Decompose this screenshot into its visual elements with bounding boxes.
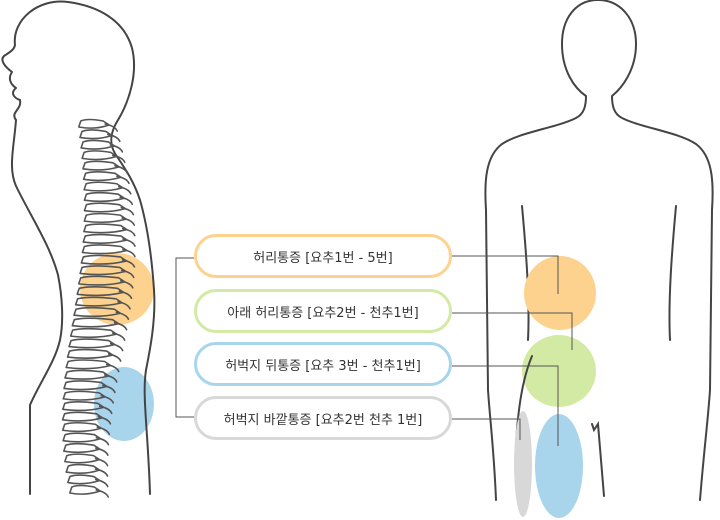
connector-2 (452, 312, 573, 350)
connector-1 (452, 255, 559, 294)
side-body-outline (1, 0, 156, 495)
spinous-process (114, 165, 128, 174)
label-lower-back-pain: 아래 허리통증 [요추2번 - 천추1번] (194, 289, 452, 333)
spinous-process (109, 342, 124, 352)
connector-lines (175, 255, 573, 446)
spinous-process (94, 468, 109, 477)
vertebra (83, 191, 126, 203)
label-back-thigh-pain: 허벅지 뒤통증 [요추 3번 - 천추1번] (194, 342, 452, 386)
front-zone-outer-thigh (514, 411, 532, 517)
spinous-process (115, 311, 130, 321)
spinous-process (100, 395, 115, 404)
label-outer-thigh-pain: 허벅지 바깥통증 [요추2번 천추 1번] (194, 396, 452, 440)
spinous-process (94, 478, 109, 488)
spinous-process (104, 123, 118, 132)
connector-4 (452, 418, 521, 440)
spinous-process (121, 227, 136, 237)
spinous-process (120, 206, 135, 216)
front-zone-lower (522, 335, 596, 407)
vertebra (63, 442, 101, 454)
vertebra (83, 202, 127, 213)
front-body-outline (484, 0, 714, 501)
label-lumbar-pain: 허리통증 [요추1번 - 5번] (194, 234, 452, 278)
front-arm-left (521, 205, 530, 341)
spinous-process (107, 353, 122, 362)
spinous-process (105, 363, 120, 373)
spinous-process (111, 332, 126, 341)
vertebra (66, 348, 114, 359)
spinous-process (97, 416, 112, 425)
vertebra (83, 212, 128, 224)
vertebra (82, 233, 128, 244)
spinous-process (103, 374, 118, 383)
spinous-process (117, 300, 131, 310)
vertebra (61, 421, 103, 433)
vertebra (65, 463, 101, 475)
front-zone-lumbar (524, 256, 596, 330)
vertebra (68, 338, 116, 349)
spinous-process (96, 426, 111, 436)
vertebra (62, 432, 102, 443)
spinous-process (107, 133, 121, 143)
connector-3 (452, 365, 559, 446)
spinous-process (94, 457, 109, 467)
spinous-process (113, 321, 128, 331)
vertebra (65, 359, 112, 370)
vertebra (82, 160, 120, 171)
spinous-process (120, 269, 135, 279)
spine-vertebrae (61, 118, 136, 498)
spinous-process (119, 280, 134, 289)
spinous-process (95, 447, 109, 456)
vertebra (83, 223, 128, 234)
vertebra (64, 453, 101, 464)
spinous-process (95, 436, 110, 446)
spinous-process (111, 154, 126, 164)
spinous-process (122, 248, 136, 258)
spinous-process (102, 384, 116, 394)
spinous-process (98, 405, 113, 415)
vertebra (81, 244, 128, 255)
vertebra (81, 150, 118, 161)
vertebra (69, 327, 118, 339)
connector-left-bracket (175, 257, 194, 418)
spinous-process (109, 144, 124, 153)
front-zone-back-thigh (535, 414, 583, 518)
spinous-process (117, 185, 132, 195)
spinous-process (118, 290, 133, 300)
vertebra (64, 369, 110, 380)
spinous-process (119, 196, 134, 205)
vertebra (82, 170, 122, 182)
front-arm-right (668, 205, 677, 341)
spinous-process (122, 238, 136, 247)
spinous-process (116, 175, 130, 185)
vertebra (80, 139, 116, 150)
spinous-process (95, 489, 110, 498)
spinous-process (121, 217, 136, 226)
spinous-process (121, 259, 136, 268)
vertebra (83, 181, 124, 192)
